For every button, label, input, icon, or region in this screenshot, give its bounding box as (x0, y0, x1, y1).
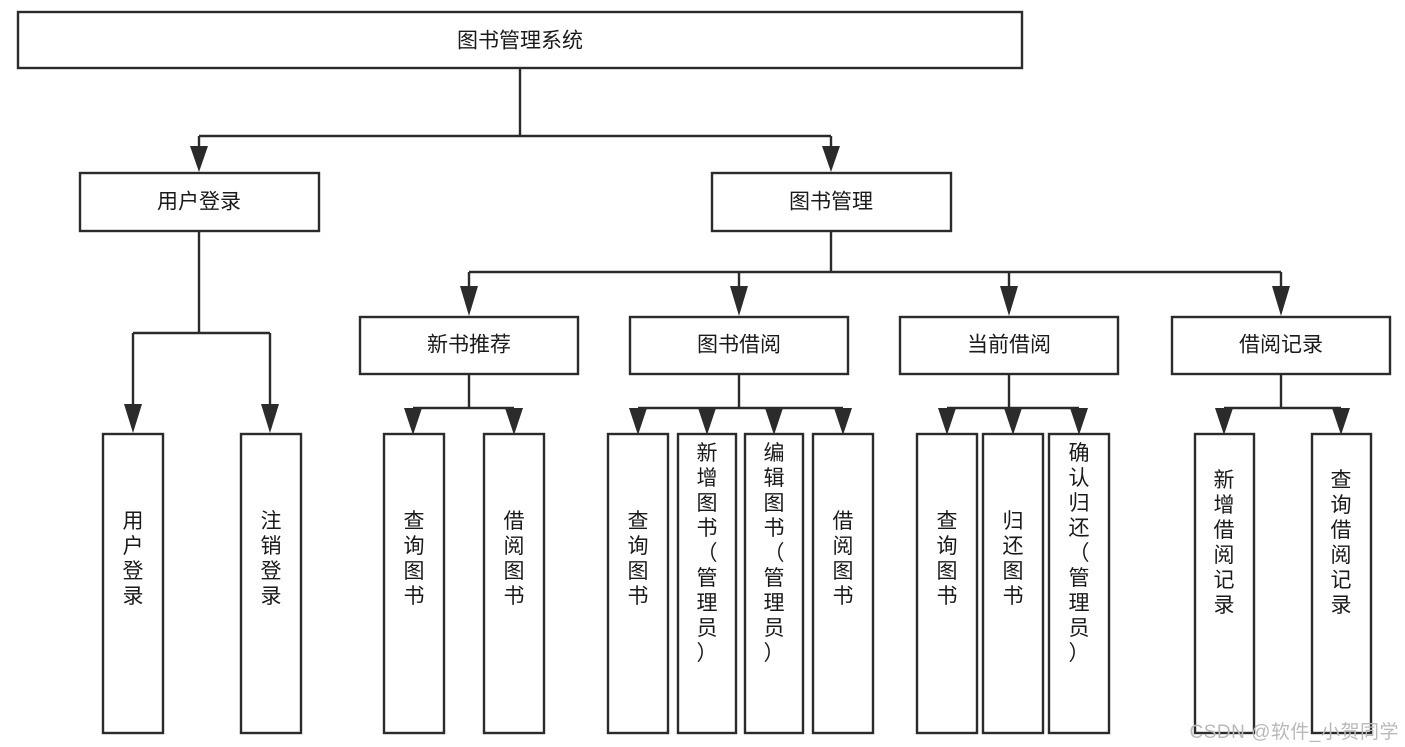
node-book-borrow-label: 图书借阅 (697, 334, 781, 357)
leaf-query-record[interactable]: 查询借阅记录 (1310, 432, 1373, 735)
leaf-confirm-return-label: 确认归还（管理员） (1069, 442, 1090, 665)
node-user-login[interactable]: 用户登录 (78, 171, 321, 233)
csdn-watermark: CSDN @软件_小贺同学 (1189, 722, 1399, 743)
node-current-borrow[interactable]: 当前借阅 (898, 315, 1120, 376)
leaf-user-login-label: 用户登录 (123, 510, 144, 608)
arrow-head-leaf-borrow-book-2 (834, 408, 852, 435)
leaf-query-book-3-box (915, 432, 979, 735)
leaf-edit-book[interactable]: 编辑图书（管理员） (743, 432, 805, 735)
leaf-query-record-label: 查询借阅记录 (1331, 469, 1352, 617)
leaf-edit-book-label: 编辑图书（管理员） (764, 442, 785, 665)
leaf-confirm-return-box (1047, 432, 1111, 735)
arrow-head-leaf-edit-book (765, 408, 783, 435)
arrow-head-to-book-manage (822, 146, 840, 172)
node-current-borrow-box (898, 315, 1120, 376)
node-book-borrow[interactable]: 图书借阅 (628, 315, 850, 376)
arrow-head-leaf-return-book (1004, 408, 1022, 435)
leaf-borrow-book-1[interactable]: 借阅图书 (482, 432, 546, 735)
leaf-user-logout[interactable]: 注销登录 (239, 432, 303, 735)
node-new-book-recommend-label: 新书推荐 (427, 334, 511, 357)
arrow-head-leaf-query-book-2 (629, 408, 647, 435)
leaf-add-book-box (676, 432, 738, 735)
node-book-manage[interactable]: 图书管理 (710, 171, 953, 233)
arrow-head-leaf-user-login (124, 404, 142, 433)
leaf-query-book-3-label: 查询图书 (937, 510, 958, 608)
leaf-borrow-book-1-label: 借阅图书 (504, 510, 525, 608)
leaf-user-login[interactable]: 用户登录 (101, 432, 165, 735)
leaf-add-record-label: 新增借阅记录 (1214, 469, 1235, 617)
leaf-add-record-box (1193, 432, 1256, 735)
leaf-user-logout-box (239, 432, 303, 735)
leaf-add-record[interactable]: 新增借阅记录 (1193, 432, 1256, 735)
arrow-head-leaf-borrow-book-1 (505, 408, 523, 435)
arrow-head-leaf-query-book-3 (938, 408, 956, 435)
leaf-edit-book-box (743, 432, 805, 735)
arrow-head-leaf-query-record (1332, 408, 1350, 435)
leaf-query-book-2[interactable]: 查询图书 (606, 432, 670, 735)
node-book-manage-box (710, 171, 953, 233)
leaf-query-book-2-label: 查询图书 (628, 510, 649, 608)
node-book-manage-label: 图书管理 (789, 191, 873, 214)
arrow-head-leaf-confirm-return (1070, 408, 1088, 435)
arrow-head-leaf-add-book (698, 408, 716, 435)
arrow-head-leaf-query-book-1 (404, 408, 422, 435)
leaf-return-book-box (981, 432, 1045, 735)
leaf-query-book-3[interactable]: 查询图书 (915, 432, 979, 735)
arrow-head-leaf-add-record (1215, 408, 1233, 435)
node-current-borrow-label: 当前借阅 (967, 334, 1051, 357)
node-root[interactable]: 图书管理系统 (16, 10, 1024, 70)
leaf-return-book-label: 归还图书 (1003, 510, 1024, 608)
leaf-query-book-2-box (606, 432, 670, 735)
arrow-head-to-user-login (190, 146, 208, 172)
node-new-book-recommend[interactable]: 新书推荐 (358, 315, 580, 376)
leaf-confirm-return[interactable]: 确认归还（管理员） (1047, 432, 1111, 735)
leaf-add-book[interactable]: 新增图书（管理员） (676, 432, 738, 735)
leaf-query-book-1-box (382, 432, 446, 735)
node-borrow-record-box (1170, 315, 1392, 376)
leaf-add-book-label: 新增图书（管理员） (697, 442, 718, 665)
arrow-head-to-current-borrow (1000, 286, 1018, 316)
arrow-head-leaf-user-logout (261, 404, 279, 433)
leaf-query-record-box (1310, 432, 1373, 735)
node-user-login-label: 用户登录 (157, 191, 241, 214)
leaf-user-login-box (101, 432, 165, 735)
leaf-borrow-book-2-label: 借阅图书 (833, 510, 854, 608)
node-root-box (16, 10, 1024, 70)
leaf-return-book[interactable]: 归还图书 (981, 432, 1045, 735)
leaf-query-book-1[interactable]: 查询图书 (382, 432, 446, 735)
leaf-borrow-book-1-box (482, 432, 546, 735)
leaf-borrow-book-2[interactable]: 借阅图书 (811, 432, 875, 735)
node-borrow-record[interactable]: 借阅记录 (1170, 315, 1392, 376)
node-borrow-record-label: 借阅记录 (1239, 334, 1323, 357)
node-new-book-recommend-box (358, 315, 580, 376)
leaf-borrow-book-2-box (811, 432, 875, 735)
leaf-user-logout-label: 注销登录 (261, 510, 282, 608)
leaf-query-book-1-label: 查询图书 (404, 510, 425, 608)
arrow-head-to-book-borrow (730, 286, 748, 316)
arrow-head-to-borrow-record (1272, 286, 1290, 316)
node-root-label: 图书管理系统 (457, 30, 583, 53)
arrow-head-to-new-book-recommend (460, 286, 478, 316)
node-book-borrow-box (628, 315, 850, 376)
